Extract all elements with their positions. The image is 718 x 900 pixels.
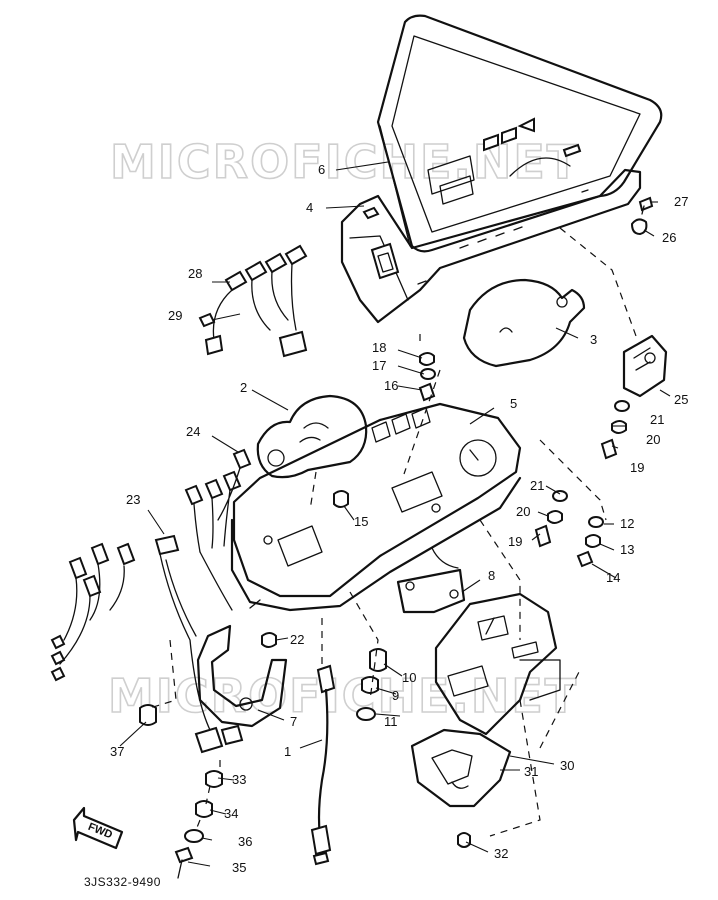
screw-32-part <box>457 832 471 848</box>
bulbs-24-part <box>184 448 252 553</box>
callout-11: 11 <box>384 714 398 729</box>
damper-10-part <box>369 648 387 672</box>
callout-7: 7 <box>290 714 297 729</box>
callout-20-mid: 20 <box>516 504 530 519</box>
meter-plate-part <box>462 278 586 368</box>
callout-29: 29 <box>168 308 182 323</box>
callout-28: 28 <box>188 266 202 281</box>
callout-26: 26 <box>662 230 676 245</box>
speedo-plate-part <box>256 394 368 479</box>
wiring-23-part <box>50 534 233 731</box>
callout-32: 32 <box>494 846 508 861</box>
meter-case-part <box>340 168 642 324</box>
watermark-bottom: MICROFICHE.NET <box>108 669 578 723</box>
callout-2: 2 <box>240 380 247 395</box>
callout-13: 13 <box>620 542 634 557</box>
callout-15: 15 <box>354 514 368 529</box>
meter-cover-part <box>376 14 663 253</box>
callout-4: 4 <box>306 200 313 215</box>
harness-28-part <box>204 244 308 358</box>
washer-11-part <box>356 707 376 721</box>
callout-16: 16 <box>384 378 398 393</box>
speedo-cable-part <box>310 664 336 866</box>
callout-10: 10 <box>402 670 416 685</box>
callout-30: 30 <box>560 758 574 773</box>
callout-9: 9 <box>392 688 399 703</box>
grommet-26-part <box>630 218 648 236</box>
callout-19-right: 19 <box>630 460 644 475</box>
nut-22-part <box>261 632 277 648</box>
callout-34: 34 <box>224 806 238 821</box>
callout-6: 6 <box>318 162 325 177</box>
leader-lines <box>119 161 671 867</box>
fwd-arrow-icon: FWD <box>72 806 124 850</box>
damper-9-part <box>361 676 379 694</box>
meter-body-part <box>230 402 522 612</box>
indicator-30-part <box>434 592 561 736</box>
hardware-left-parts <box>139 704 223 879</box>
callout-21-right: 21 <box>650 412 664 427</box>
callout-5: 5 <box>510 396 517 411</box>
callout-33: 33 <box>232 772 246 787</box>
callout-22: 22 <box>290 632 304 647</box>
callout-20-right: 20 <box>646 432 660 447</box>
clip-29-part <box>198 312 216 328</box>
callout-1: 1 <box>284 744 291 759</box>
watermark-top: MICROFICHE.NET <box>110 135 580 189</box>
switch-25-part <box>622 334 668 398</box>
hardware-right-parts <box>333 352 630 568</box>
bracket-7-part <box>194 624 288 754</box>
callout-23: 23 <box>126 492 140 507</box>
bracket-8-part <box>396 547 466 614</box>
callout-19-mid: 19 <box>508 534 522 549</box>
callout-27: 27 <box>674 194 688 209</box>
callout-18: 18 <box>372 340 386 355</box>
callouts: 6 4 27 26 28 29 3 18 17 16 2 25 5 21 24 … <box>110 162 688 875</box>
callout-24: 24 <box>186 424 200 439</box>
callout-31: 31 <box>524 764 538 779</box>
callout-17: 17 <box>372 358 386 373</box>
callout-8: 8 <box>488 568 495 583</box>
callout-3: 3 <box>590 332 597 347</box>
assembly-lines <box>149 227 637 837</box>
callout-35: 35 <box>232 860 246 875</box>
callout-21-mid: 21 <box>530 478 544 493</box>
socket-31-part <box>410 728 512 808</box>
screw-27-part <box>638 196 654 215</box>
diagram-code: 3JS332-9490 <box>84 875 161 889</box>
callout-14: 14 <box>606 570 620 585</box>
callout-36: 36 <box>238 834 252 849</box>
callout-12: 12 <box>620 516 634 531</box>
callout-37: 37 <box>110 744 124 759</box>
callout-25: 25 <box>674 392 688 407</box>
